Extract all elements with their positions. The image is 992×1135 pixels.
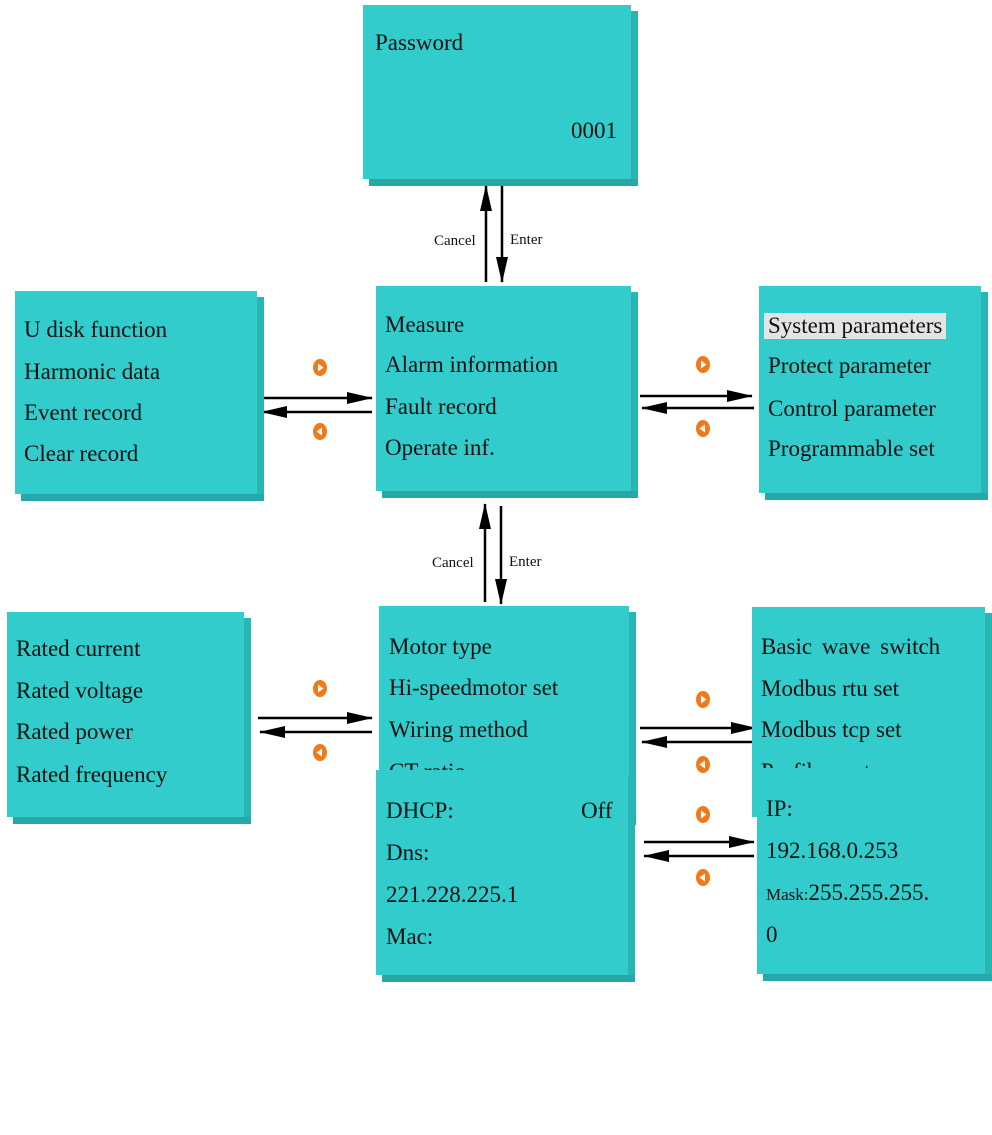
dhcp-label: DHCP:: [386, 798, 454, 823]
enter-label: Enter: [510, 232, 543, 248]
menu-item-motor-type[interactable]: Motor type: [389, 634, 492, 659]
right-menu-screen: System parameters Protect parameter Cont…: [759, 286, 988, 500]
left-button-icon: [313, 423, 327, 440]
password-title: Password: [375, 30, 464, 55]
mask-value[interactable]: 255.255.255.: [808, 880, 930, 905]
menu-item-rated-voltage[interactable]: Rated voltage: [16, 678, 144, 703]
left-button-icon: [696, 756, 710, 773]
mask-label: Mask:: [766, 885, 809, 904]
ip-value[interactable]: 192.168.0.253: [766, 838, 899, 863]
menu-item-fault-record[interactable]: Fault record: [385, 394, 497, 419]
menu-item-programmable[interactable]: Programmable set: [768, 436, 935, 461]
left-button-icon: [696, 420, 710, 437]
cancel-label: Cancel: [434, 233, 476, 249]
menu-item-alarm[interactable]: Alarm information: [385, 352, 559, 377]
main-menu-screen: Measure Alarm information Fault record O…: [376, 286, 638, 498]
menu-item-wiring[interactable]: Wiring method: [389, 717, 528, 742]
right-button-icon: [313, 359, 327, 376]
right-button-icon: [696, 356, 710, 373]
menu-item-clear-record[interactable]: Clear record: [24, 441, 139, 466]
menu-item-modbus-rtu[interactable]: Modbus rtu set: [761, 676, 899, 701]
menu-item-rated-power[interactable]: Rated power: [16, 719, 133, 744]
menu-item-system-parameters[interactable]: System parameters: [764, 313, 947, 339]
menu-item-operate[interactable]: Operate inf.: [385, 435, 495, 460]
right-button-icon: [696, 806, 710, 823]
menu-item-hi-speed[interactable]: Hi-speedmotor set: [389, 675, 559, 700]
menu-item-measure[interactable]: Measure: [385, 312, 465, 337]
mac-label: Mac:: [386, 924, 434, 949]
enter-label: Enter: [509, 554, 542, 570]
dns-value[interactable]: 221.228.225.1: [386, 882, 519, 907]
password-value[interactable]: 0001: [571, 118, 617, 143]
left-button-icon: [313, 744, 327, 761]
menu-item-event-record[interactable]: Event record: [24, 400, 143, 425]
mask-value-cont[interactable]: 0: [766, 922, 778, 947]
mask-row: Mask:255.255.255.: [766, 880, 929, 908]
menu-item-u-disk[interactable]: U disk function: [24, 317, 168, 342]
left-menu-screen: U disk function Harmonic data Event reco…: [15, 291, 264, 501]
menu-item-modbus-tcp[interactable]: Modbus tcp set: [761, 717, 902, 742]
network-menu-screen: DHCP: Off Dns: 221.228.225.1 Mac:: [376, 770, 635, 982]
rated-menu-screen: Rated current Rated voltage Rated power …: [7, 612, 251, 824]
menu-item-control[interactable]: Control parameter: [768, 396, 936, 421]
ip-menu-screen: IP: 192.168.0.253 Mask:255.255.255. 0: [757, 768, 992, 981]
menu-item-protect[interactable]: Protect parameter: [768, 353, 931, 378]
right-button-icon: [696, 691, 710, 708]
right-button-icon: [313, 680, 327, 697]
menu-item-harmonic[interactable]: Harmonic data: [24, 359, 161, 384]
menu-item-rated-frequency[interactable]: Rated frequency: [16, 762, 168, 787]
cancel-label: Cancel: [432, 555, 474, 571]
left-button-icon: [696, 869, 710, 886]
menu-item-basic-wave[interactable]: Basic wave switch: [761, 634, 941, 659]
password-screen: Password 0001: [363, 5, 638, 186]
dns-label: Dns:: [386, 840, 430, 865]
menu-item-rated-current[interactable]: Rated current: [16, 636, 141, 661]
ip-label: IP:: [766, 796, 793, 821]
dhcp-value[interactable]: Off: [581, 798, 613, 823]
